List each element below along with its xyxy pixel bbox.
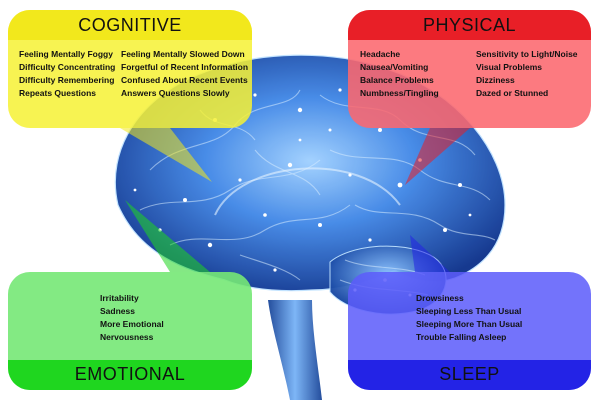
symptom-item: Dazed or Stunned (476, 88, 549, 98)
symptom-item: Forgetful of Recent Information (121, 62, 249, 72)
symptom-item: Dizziness (476, 75, 515, 85)
sleep-panel: Drowsiness Sleeping Less Than Usual Slee… (348, 272, 591, 390)
cognitive-title: COGNITIVE (78, 15, 182, 35)
symptom-item: Numbness/Tingling (360, 88, 439, 98)
symptom-item: Repeats Questions (19, 88, 96, 98)
sleep-symptoms: Drowsiness Sleeping Less Than Usual Slee… (416, 292, 522, 344)
emotional-panel: Irritability Sadness More Emotional Nerv… (8, 272, 252, 390)
symptom-item: Difficulty Remembering (19, 75, 115, 85)
emotional-pointer (125, 200, 210, 272)
symptom-item: Sadness (100, 306, 135, 316)
emotional-title: EMOTIONAL (74, 364, 186, 384)
symptom-item: Nausea/Vomiting (360, 62, 429, 72)
symptom-item: Visual Problems (476, 62, 542, 72)
symptom-item: Trouble Falling Asleep (416, 332, 507, 342)
physical-pointer (405, 128, 470, 185)
cognitive-title-bar (8, 10, 252, 40)
symptom-item: Balance Problems (360, 75, 434, 85)
physical-panel: PHYSICAL Headache Nausea/Vomiting Balanc… (348, 10, 591, 128)
emotional-symptoms: Irritability Sadness More Emotional Nerv… (100, 292, 164, 344)
physical-title-bar (348, 10, 591, 40)
physical-symptoms-col2: Sensitivity to Light/Noise Visual Proble… (476, 48, 578, 100)
symptom-item: Irritability (100, 293, 139, 303)
symptom-item: Feeling Mentally Slowed Down (121, 49, 245, 59)
cognitive-panel: COGNITIVE Feeling Mentally Foggy Difficu… (8, 10, 252, 128)
symptom-item: Confused About Recent Events (121, 75, 248, 85)
cognitive-pointer (120, 128, 212, 182)
symptom-item: Feeling Mentally Foggy (19, 49, 113, 59)
symptom-item: Sleeping More Than Usual (416, 319, 523, 329)
symptom-item: Sleeping Less Than Usual (416, 306, 522, 316)
cognitive-symptoms-col1: Feeling Mentally Foggy Difficulty Concen… (19, 48, 115, 100)
sleep-title-bar (348, 360, 591, 390)
symptom-item: Headache (360, 49, 401, 59)
sleep-title: SLEEP (439, 364, 500, 384)
symptom-item: Answers Questions Slowly (121, 88, 230, 98)
sleep-pointer (410, 235, 450, 272)
corpus-callosum (214, 167, 401, 216)
brain-stem (268, 300, 322, 400)
cognitive-symptoms-col2: Feeling Mentally Slowed Down Forgetful o… (121, 48, 248, 100)
physical-title: PHYSICAL (422, 15, 517, 35)
symptom-item: Nervousness (100, 332, 154, 342)
symptom-item: Sensitivity to Light/Noise (476, 49, 578, 59)
emotional-title-bar (8, 360, 252, 390)
symptom-item: Difficulty Concentrating (19, 62, 116, 72)
symptom-item: More Emotional (100, 319, 164, 329)
physical-symptoms-col1: Headache Nausea/Vomiting Balance Problem… (360, 48, 439, 100)
symptom-item: Drowsiness (416, 293, 464, 303)
